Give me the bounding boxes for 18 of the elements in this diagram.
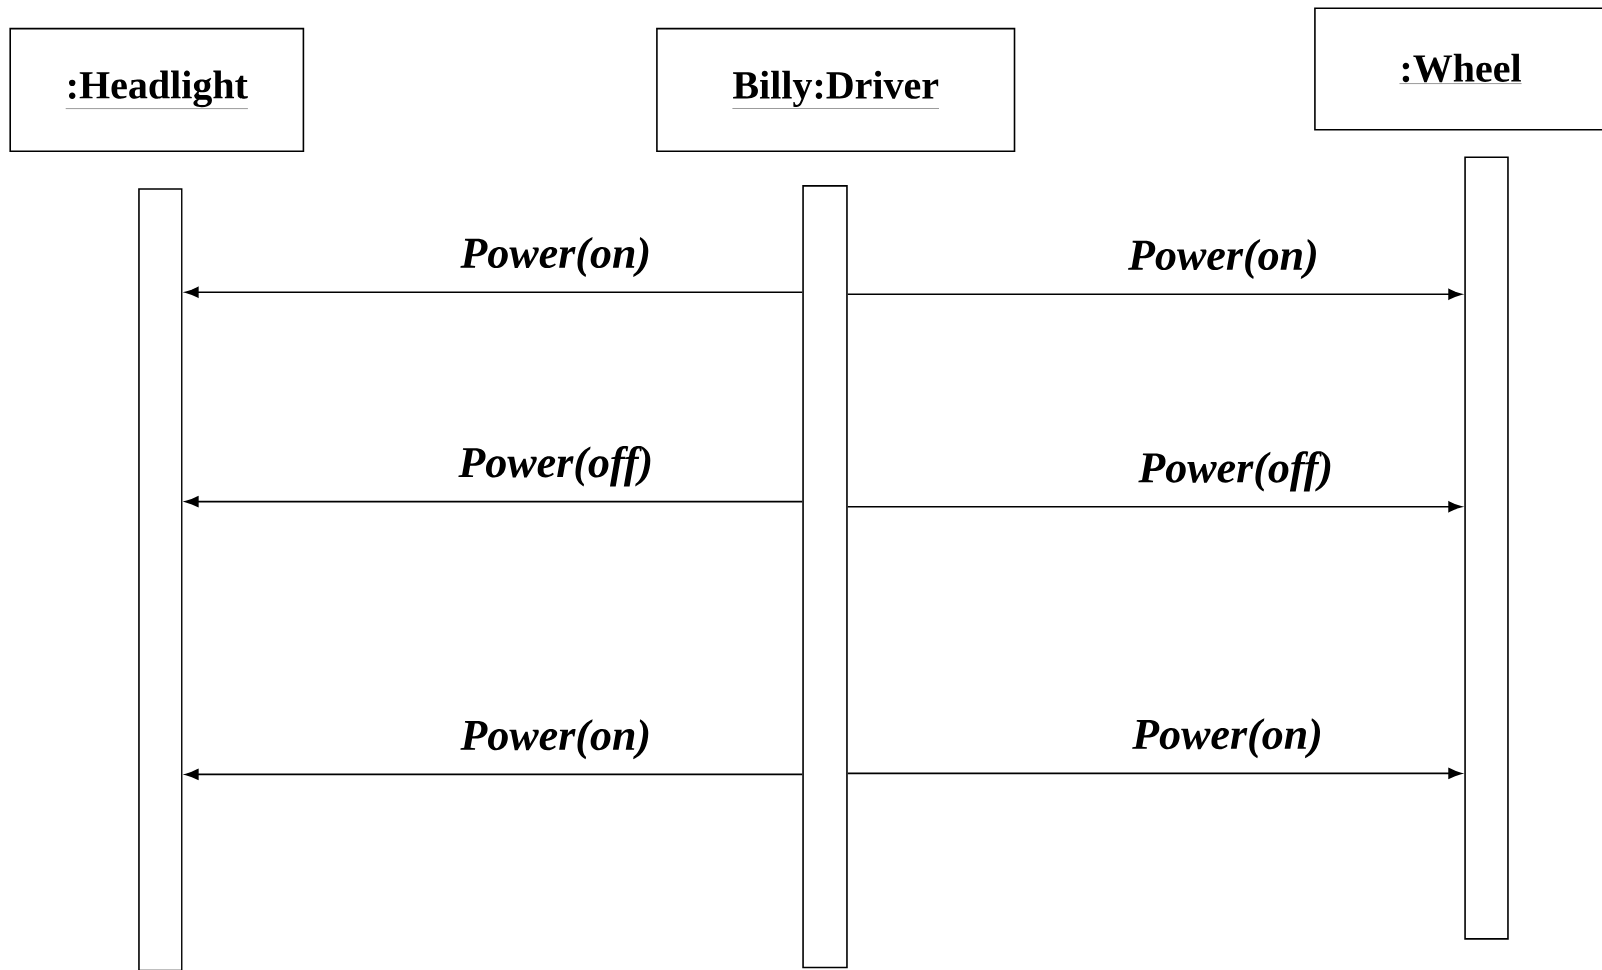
object-box: Billy:Driver	[656, 27, 1016, 152]
edge-label: Power(on)	[460, 719, 649, 760]
lifeline-bar	[1464, 156, 1509, 940]
arrow	[846, 288, 1462, 300]
arrow	[185, 496, 804, 508]
edge-label: Power(on)	[1132, 718, 1321, 759]
object-box: :Headlight	[9, 27, 305, 152]
arrow	[185, 286, 804, 298]
edge-label: Power(off)	[1138, 451, 1331, 492]
lifeline-bar	[802, 185, 848, 969]
arrow	[846, 501, 1462, 513]
arrow	[846, 768, 1462, 779]
object-box: :Wheel	[1314, 7, 1602, 131]
edge-label: Power(on)	[1128, 239, 1316, 279]
edge-label: Power(on)	[460, 237, 649, 277]
lifeline-bar	[138, 188, 183, 970]
edge-label: Power(off)	[458, 446, 651, 487]
arrow	[185, 769, 804, 780]
